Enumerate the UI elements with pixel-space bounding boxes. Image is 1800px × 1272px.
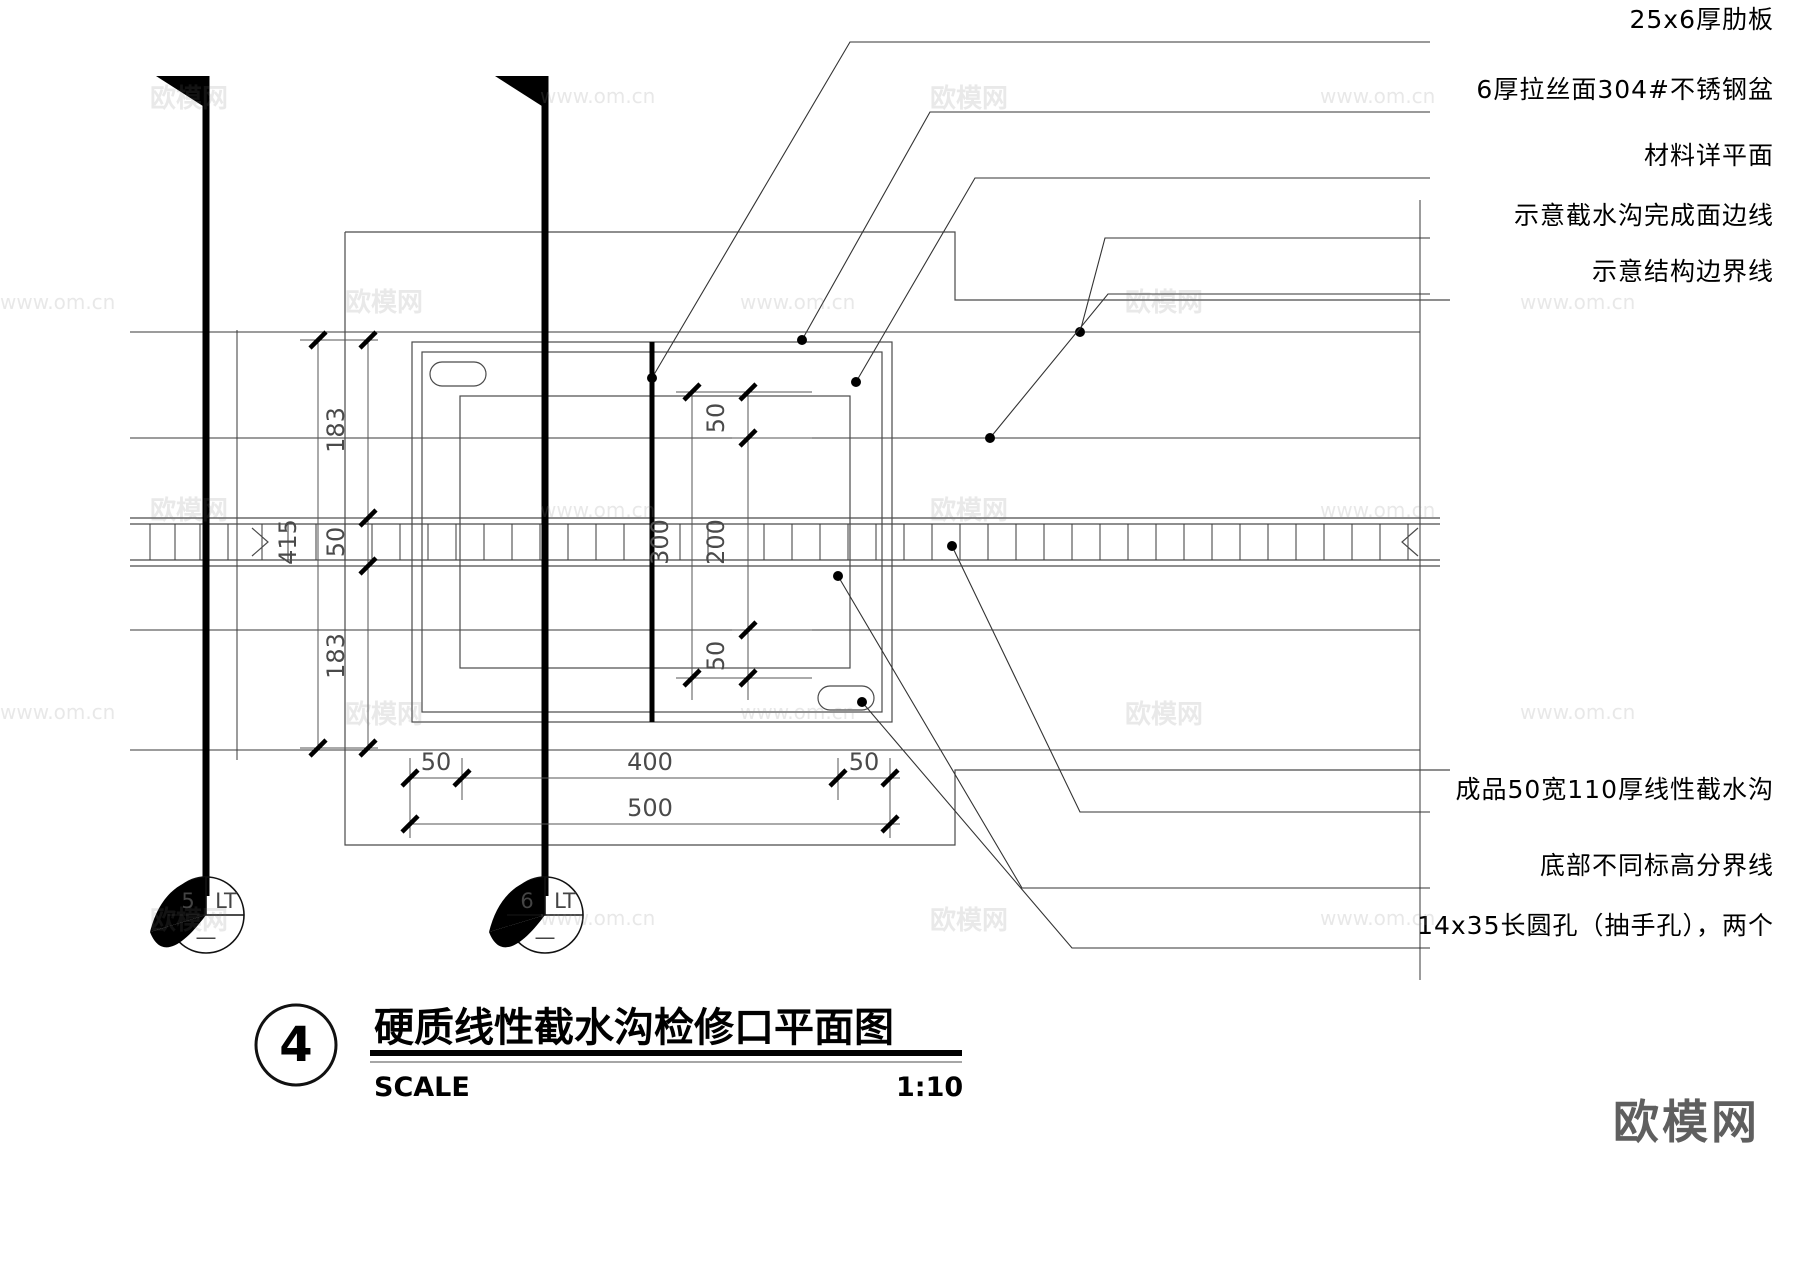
section-marker-5-number: 5 — [181, 889, 194, 913]
dim-50-inner-top: 50 — [702, 403, 730, 434]
dim-415: 415 — [274, 519, 302, 565]
dim-183-bottom: 183 — [322, 633, 350, 679]
dim-500: 500 — [627, 794, 673, 822]
annotation-stainless-basin: 6厚拉丝面304#不锈钢盆 — [1476, 75, 1774, 104]
dimension-horizontal-chain: 50 400 50 500 — [400, 748, 900, 838]
section-marker-6: 6 LT — — [489, 876, 584, 954]
section-marker-5-sub: — — [196, 925, 217, 949]
annotation-slot-hole: 14x35长圆孔（抽手孔），两个 — [1417, 911, 1774, 940]
dim-50-inner-bottom: 50 — [702, 641, 730, 672]
section-marker-6-label: LT — [554, 889, 576, 913]
scale-label: SCALE — [374, 1072, 470, 1103]
structure-boundary-outline — [344, 231, 1450, 846]
section-cut-line-5 — [156, 76, 210, 896]
annotation-gutter-finish-edge: 示意截水沟完成面边线 — [1513, 201, 1774, 230]
dim-50-right: 50 — [849, 748, 880, 776]
dim-50-gutter: 50 — [322, 527, 350, 558]
dim-400: 400 — [627, 748, 673, 776]
scale-value: 1:10 — [896, 1072, 964, 1103]
section-marker-6-number: 6 — [520, 889, 533, 913]
dim-183-top: 183 — [322, 407, 350, 453]
title-block — [254, 1003, 962, 1087]
slot-hole-top — [429, 361, 487, 387]
annotation-rib-plate: 25x6厚肋板 — [1629, 5, 1774, 34]
section-cut-line-6 — [495, 76, 549, 896]
dimension-vertical-inner: 50 50 300 200 — [646, 382, 812, 700]
annotation-structure-boundary: 示意结构边界线 — [1591, 257, 1774, 286]
dim-300: 300 — [646, 519, 674, 565]
dimension-vertical-left: 183 415 50 183 — [274, 330, 378, 758]
section-marker-5: 5 LT — — [150, 876, 245, 954]
stainless-basin-outline — [459, 395, 851, 669]
slot-hole-bottom — [817, 685, 875, 711]
reference-lines — [130, 200, 1421, 980]
leader-lines — [647, 41, 1430, 949]
annotation-elevation-divider: 底部不同标高分界线 — [1539, 851, 1774, 880]
dim-50-left: 50 — [421, 748, 452, 776]
drawing-title: 硬质线性截水沟检修口平面图 — [374, 1005, 894, 1051]
section-marker-5-label: LT — [215, 889, 237, 913]
annotation-linear-gutter: 成品50宽110厚线性截水沟 — [1455, 775, 1774, 804]
section-marker-6-sub: — — [535, 925, 556, 949]
dim-200: 200 — [702, 519, 730, 565]
detail-number: 4 — [279, 1017, 313, 1073]
annotation-material-plan: 材料详平面 — [1643, 141, 1774, 170]
